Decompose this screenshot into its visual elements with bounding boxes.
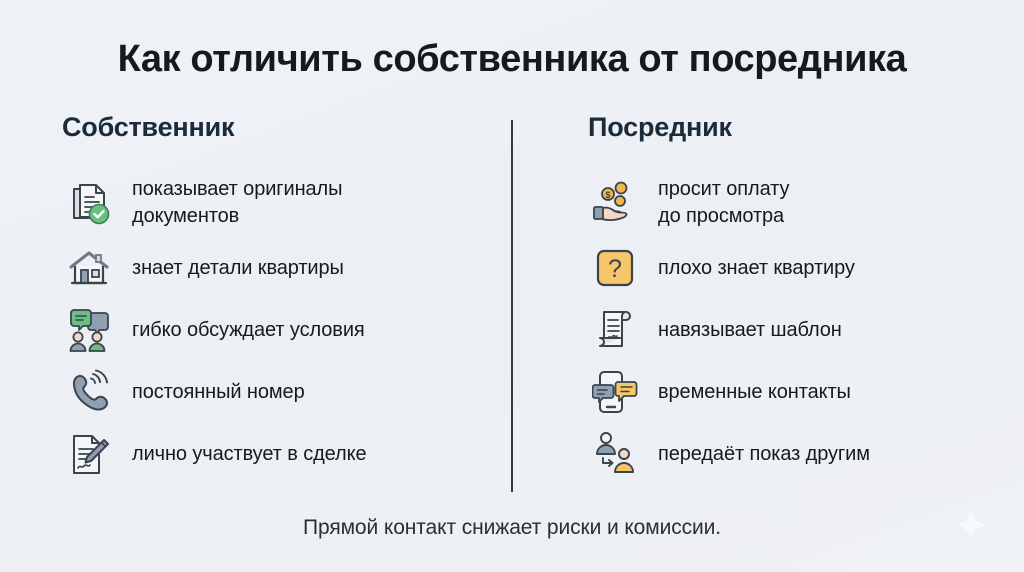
list-item-label: временные контакты — [658, 380, 851, 403]
list-item: постоянный номер — [62, 361, 494, 423]
svg-text:$: $ — [605, 190, 610, 200]
list-item-label: постоянный номер — [132, 380, 305, 403]
list-item: знает детали квартиры — [62, 237, 494, 299]
list-item-label: показывает оригиналы документов — [132, 178, 343, 227]
handoff-people-icon — [588, 427, 642, 481]
svg-text:?: ? — [608, 255, 622, 283]
house-icon — [62, 241, 116, 295]
list-item: $ просит оплату до просмотра — [588, 169, 1006, 237]
list-item-label: навязывает шаблон — [658, 318, 842, 341]
contract-scroll-icon — [588, 303, 642, 357]
list-item: временные контакты — [588, 361, 1006, 423]
list-item: ? плохо знает квартиру — [588, 237, 1006, 299]
list-item: лично участвует в сделке — [62, 423, 494, 485]
document-pen-icon — [62, 427, 116, 481]
column-owner: Собственник — [0, 112, 512, 502]
list-item-label: знает детали квартиры — [132, 256, 344, 279]
document-check-icon — [62, 176, 116, 230]
column-heading-intermediary: Посредник — [588, 112, 732, 142]
list-item-label: лично участвует в сделке — [132, 442, 367, 465]
columns-container: Собственник — [0, 112, 1024, 502]
phone-chat-icon — [588, 365, 642, 419]
column-heading-owner: Собственник — [62, 112, 235, 142]
ringing-phone-icon — [62, 365, 116, 419]
list-item: передаёт показ другим — [588, 423, 1006, 485]
list-item-label: просит оплату до просмотра — [658, 178, 790, 227]
list-item: гибко обсуждает условия — [62, 299, 494, 361]
list-item-label: гибко обсуждает условия — [132, 318, 365, 341]
column-intermediary: Посредник $ просит оплату до просмотра — [512, 112, 1024, 502]
list-item-label: плохо знает квартиру — [658, 256, 855, 279]
footer-note: Прямой контакт снижает риски и комиссии. — [302, 516, 721, 539]
page-title: Как отличить собственника от посредника — [117, 38, 907, 80]
column-divider — [511, 120, 513, 492]
people-chat-icon — [62, 303, 116, 357]
hand-coins-icon: $ — [588, 176, 642, 230]
sparkle-icon — [954, 508, 988, 542]
list-item-label: передаёт показ другим — [658, 442, 870, 465]
question-box-icon: ? — [588, 241, 642, 295]
list-item: навязывает шаблон — [588, 299, 1006, 361]
list-item: показывает оригиналы документов — [62, 169, 494, 237]
